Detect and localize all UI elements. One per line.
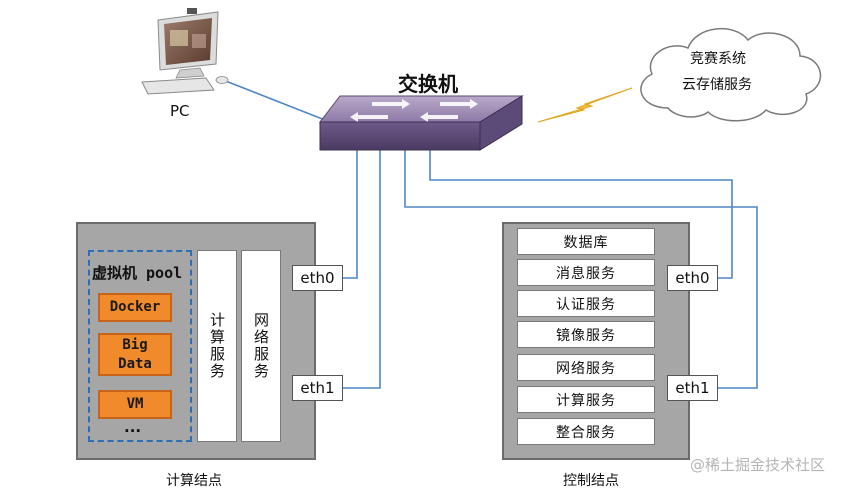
service-compute: 计算服务 — [517, 386, 655, 413]
cloud-line1: 竞赛系统 — [690, 51, 746, 67]
service-integration: 整合服务 — [517, 418, 655, 445]
network-service-column: 网络服务 — [241, 250, 281, 442]
service-message: 消息服务 — [517, 259, 655, 286]
pc-icon — [141, 8, 229, 95]
link-pc-switch — [217, 77, 331, 123]
service-network: 网络服务 — [517, 354, 655, 381]
watermark: @稀土掘金技术社区 — [690, 456, 826, 474]
network-service-label: 网络服务 — [252, 312, 270, 380]
compute-node-label: 计算结点 — [166, 473, 222, 489]
vm-docker: Docker — [98, 293, 172, 322]
vm-vm: VM — [98, 390, 172, 419]
link-switch-control-eth1 — [404, 145, 758, 389]
compute-eth0: eth0 — [292, 265, 343, 291]
cloud-line2: 云存储服务 — [682, 77, 752, 93]
vm-pool — [88, 250, 192, 442]
cloud-icon — [640, 27, 822, 122]
switch-label: 交换机 — [398, 72, 458, 96]
vm-big-data: Big Data — [98, 333, 172, 376]
service-auth: 认证服务 — [517, 290, 655, 317]
vm-ellipsis: ... — [124, 418, 142, 436]
lightning-icon — [537, 87, 633, 123]
compute-service-column: 计算服务 — [197, 250, 237, 442]
pc-label: PC — [170, 102, 190, 120]
control-node-label: 控制结点 — [563, 473, 619, 489]
compute-service-label: 计算服务 — [208, 312, 226, 380]
switch-icon — [318, 95, 524, 151]
link-switch-compute-eth0 — [343, 145, 358, 279]
link-switch-compute-eth1 — [343, 145, 381, 389]
compute-eth1: eth1 — [292, 375, 343, 401]
link-switch-control-eth0 — [429, 145, 733, 279]
service-database: 数据库 — [517, 228, 655, 255]
service-image: 镜像服务 — [517, 321, 655, 348]
control-eth0: eth0 — [667, 265, 718, 291]
vm-pool-label: 虚拟机 pool — [92, 264, 183, 282]
control-eth1: eth1 — [667, 375, 718, 401]
